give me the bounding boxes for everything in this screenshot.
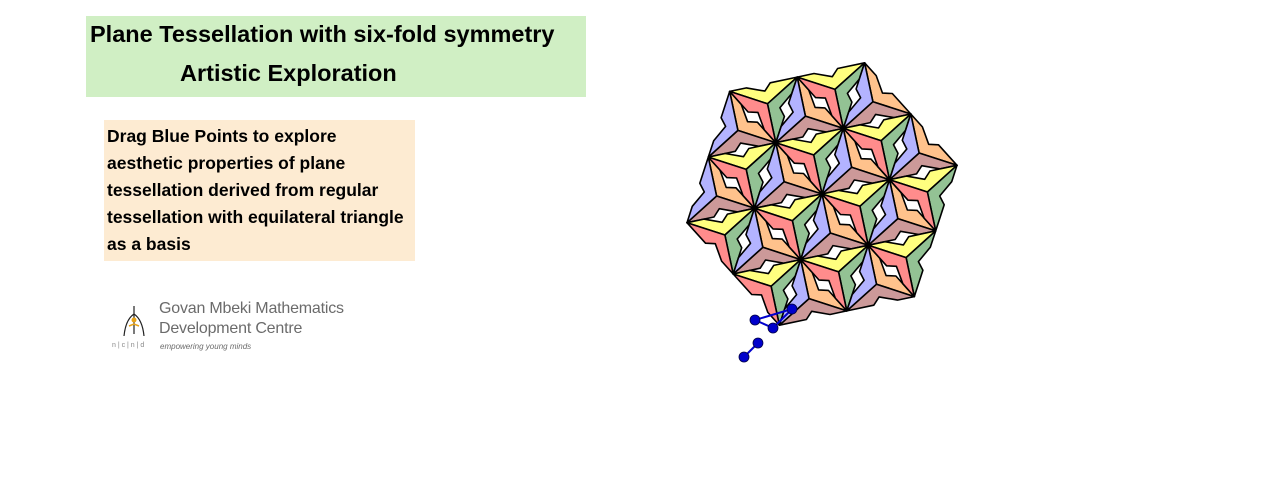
logo-name-line1: Govan Mbeki Mathematics <box>159 300 344 317</box>
tile-wedge <box>799 193 832 261</box>
tile-wedge <box>732 273 781 327</box>
blue-drag-point[interactable] <box>786 303 798 315</box>
tile-wedge <box>796 76 845 130</box>
logo-small-text: n | c | n | d <box>112 342 145 349</box>
tile-wedge <box>821 127 853 195</box>
tile-wedge <box>799 258 848 312</box>
tile-wedge <box>707 156 756 210</box>
logo-tagline: empowering young minds <box>160 342 252 351</box>
tile-wedge <box>753 141 785 210</box>
tile-wedge <box>845 244 878 312</box>
tile-wedge <box>732 207 764 275</box>
logo-emblem-icon <box>123 306 145 337</box>
logo-name-line2: Development Centre <box>159 320 303 337</box>
gmmdc-logo: Govan Mbeki Mathematics Development Cent… <box>112 300 357 355</box>
tile-wedge <box>686 156 718 224</box>
tile-wedge <box>888 113 920 181</box>
tile-wedge <box>774 76 807 144</box>
control-points[interactable] <box>738 303 798 363</box>
tile-wedge <box>842 61 874 130</box>
blue-drag-point[interactable] <box>767 322 779 334</box>
blue-drag-point[interactable] <box>749 314 761 326</box>
page-title: Plane Tessellation with six-fold symmetr… <box>90 21 555 47</box>
page-subtitle: Artistic Exploration <box>180 60 397 86</box>
tile-wedge <box>728 90 777 144</box>
tile-wedge <box>867 178 899 247</box>
tile-wedge <box>888 178 937 232</box>
blue-drag-point[interactable] <box>752 337 764 349</box>
tile-wedge <box>686 221 735 275</box>
title-banner: Plane Tessellation with six-fold symmetr… <box>86 16 586 97</box>
tile-wedge <box>753 207 802 261</box>
tile-wedge <box>774 141 823 195</box>
tessellation-pattern <box>686 61 958 327</box>
tile-wedge <box>842 127 891 181</box>
tile-wedge <box>821 193 870 247</box>
control-segment <box>754 308 793 321</box>
instructions-text: Drag Blue Points to explore aesthetic pr… <box>104 120 415 261</box>
tile-wedge <box>707 90 739 158</box>
tile-wedge <box>867 244 916 298</box>
blue-drag-point[interactable] <box>738 351 750 363</box>
